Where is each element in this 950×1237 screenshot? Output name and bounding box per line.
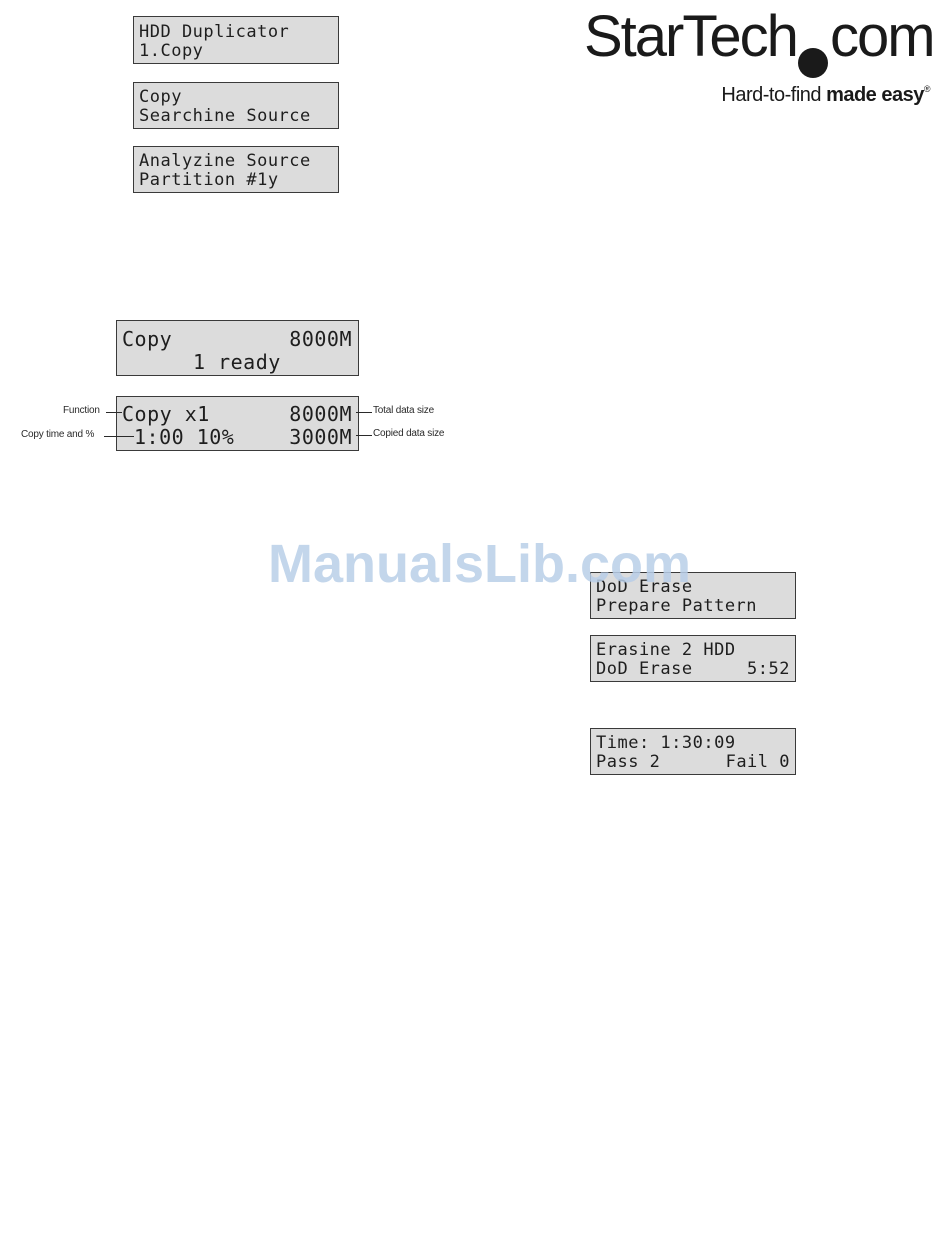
lcd-dod-result-time: Time: 1:30:09	[596, 733, 736, 753]
lcd-dod-erasing-mode: DoD Erase	[596, 659, 693, 679]
callout-copy-time-leader	[104, 436, 134, 437]
lcd-ready-function: Copy	[122, 327, 173, 351]
lcd-dod-erasing-line1: Erasine 2 HDD	[596, 640, 736, 660]
logo-dot-icon	[798, 48, 828, 78]
lcd-progress-copied: 3000M	[289, 425, 352, 449]
logo-wordmark: StarTech	[584, 4, 799, 69]
lcd-dod-erasing-screen: Erasine 2 HDD DoD Erase 5:52	[590, 635, 796, 682]
lcd-ready-size: 8000M	[289, 327, 352, 351]
lcd-dod-prepare-line1: DoD Erase	[596, 577, 693, 597]
lcd-dod-prepare-screen: DoD Erase Prepare Pattern	[590, 572, 796, 619]
callout-total-size: Total data size	[373, 405, 434, 416]
callout-total-leader	[356, 412, 372, 413]
tagline-bold: made easy	[826, 84, 924, 106]
lcd-dod-erasing-time: 5:52	[747, 659, 790, 679]
lcd-search-line1: Copy	[139, 87, 182, 107]
lcd-search-screen: Copy Searchine Source	[133, 82, 339, 129]
logo-suffix: com	[830, 4, 936, 69]
lcd-analyze-line2: Partition #1y	[139, 170, 279, 190]
callout-copy-time: Copy time and %	[21, 429, 95, 440]
logo-tagline: Hard-to-find made easy®	[721, 84, 930, 107]
lcd-progress-function: Copy x1	[122, 402, 210, 426]
lcd-menu-screen: HDD Duplicator 1.Copy	[133, 16, 339, 64]
lcd-dod-result-pass: Pass 2	[596, 752, 661, 772]
lcd-analyze-line1: Analyzine Source	[139, 151, 311, 171]
lcd-ready-screen: Copy 8000M 1 ready	[116, 320, 359, 376]
lcd-progress-screen: Copy x1 8000M 1:00 10% 3000M	[116, 396, 359, 451]
lcd-progress-time: 1:00 10%	[134, 425, 235, 449]
callout-function: Function	[63, 405, 100, 416]
callout-copied-size: Copied data size	[373, 428, 445, 439]
startech-logo: StarTech com Hard-to-find made easy®	[584, 4, 936, 118]
lcd-dod-result-screen: Time: 1:30:09 Pass 2 Fail 0	[590, 728, 796, 775]
manualslib-watermark: ManualsLib.com	[268, 534, 692, 594]
registered-mark: ®	[923, 84, 931, 94]
lcd-menu-line2: 1.Copy	[139, 41, 204, 61]
lcd-analyze-screen: Analyzine Source Partition #1y	[133, 146, 339, 193]
callout-function-leader	[106, 412, 122, 413]
callout-copied-leader	[356, 435, 372, 436]
lcd-menu-line1: HDD Duplicator	[139, 22, 290, 42]
lcd-progress-total: 8000M	[289, 402, 352, 426]
lcd-search-line2: Searchine Source	[139, 106, 311, 126]
lcd-dod-prepare-line2: Prepare Pattern	[596, 596, 758, 616]
tagline-regular: Hard-to-find	[721, 84, 827, 106]
lcd-dod-result-fail: Fail 0	[725, 752, 790, 772]
lcd-ready-status: 1 ready	[193, 350, 281, 374]
